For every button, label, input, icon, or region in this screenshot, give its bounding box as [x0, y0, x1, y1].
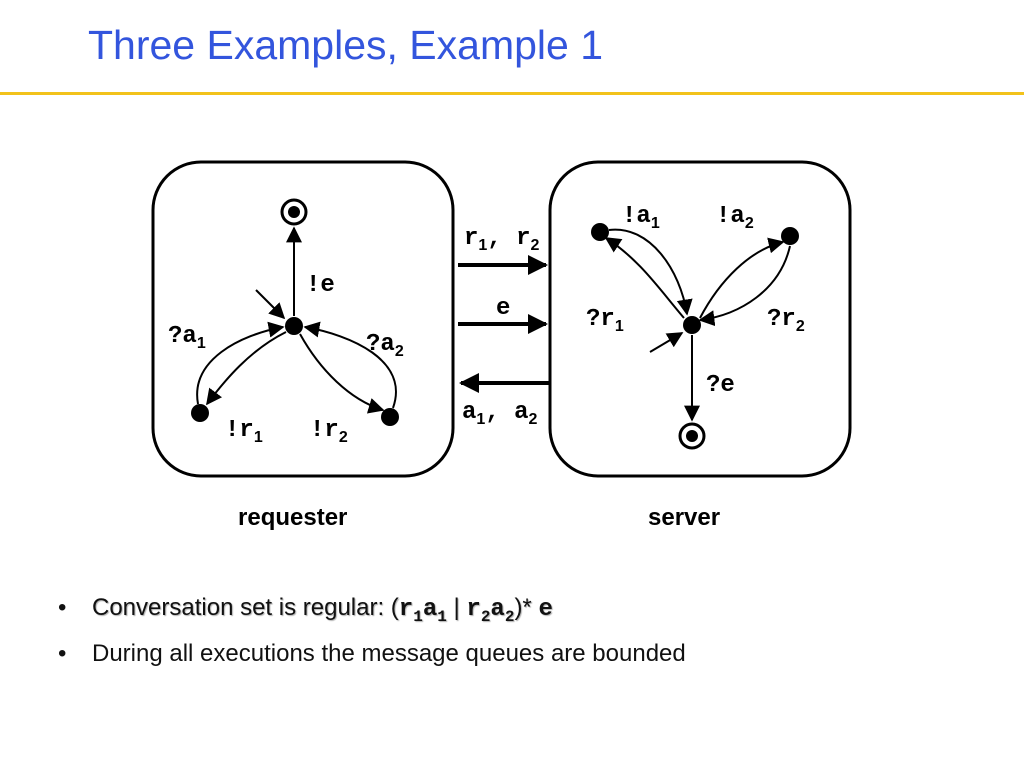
requester-caption: requester: [238, 504, 348, 531]
label-channel-r1-r2: r1, r2: [464, 225, 540, 254]
server-final-state: [678, 422, 706, 450]
bullet-dot: •: [58, 640, 67, 667]
server-box: [548, 160, 852, 478]
label-out-e: !e: [306, 272, 335, 299]
server-state-left: [591, 223, 609, 241]
bullet-item-queues-bounded: • During all executions the message queu…: [58, 638, 686, 684]
label-in-a2: ?a2: [366, 331, 404, 360]
server-initial-state: [683, 316, 701, 334]
label-in-r1: ?r1: [586, 306, 624, 335]
server-automaton: [548, 160, 852, 478]
requester-state-right: [381, 408, 399, 426]
requester-initial-state: [285, 317, 303, 335]
requester-state-left: [191, 404, 209, 422]
label-channel-e: e: [496, 295, 510, 322]
label-out-a1: !a1: [622, 203, 660, 232]
title-underline: [0, 92, 1024, 95]
label-in-a1: ?a1: [168, 323, 206, 352]
slide-title: Three Examples, Example 1: [88, 22, 604, 68]
bullet-text: Conversation set is regular: (r1a1 | r2a…: [92, 594, 553, 626]
label-in-e: ?e: [706, 372, 735, 399]
requester-final-state: [280, 198, 308, 226]
bullet-list: • Conversation set is regular: (r1a1 | r…: [58, 592, 686, 684]
bullet-dot: •: [58, 594, 67, 621]
label-out-r2: !r2: [310, 417, 348, 446]
label-in-r2: ?r2: [767, 306, 805, 335]
server-caption: server: [648, 504, 721, 531]
requester-box: [151, 160, 455, 478]
channels: [458, 255, 549, 393]
server-state-right: [781, 227, 799, 245]
requester-automaton: [151, 160, 455, 478]
bullet-item-conversation-set: • Conversation set is regular: (r1a1 | r…: [58, 592, 686, 638]
label-out-a2: !a2: [716, 203, 754, 232]
bullet-text: During all executions the message queues…: [92, 640, 686, 667]
label-channel-a1-a2: a1, a2: [462, 399, 538, 428]
label-out-r1: !r1: [225, 417, 263, 446]
